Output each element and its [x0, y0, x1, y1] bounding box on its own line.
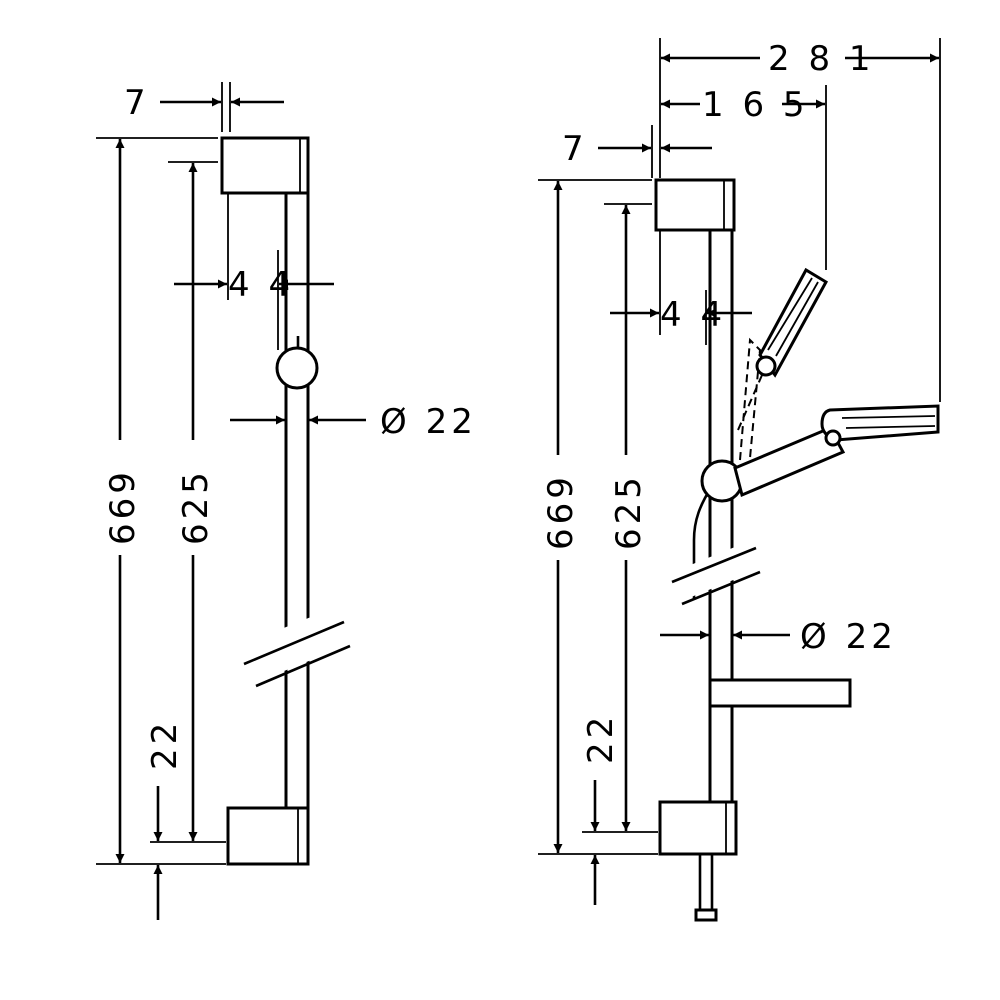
right-dim-total-height: 669	[541, 473, 581, 550]
left-dim-total-height: 669	[103, 468, 143, 545]
left-top-bracket	[220, 136, 310, 195]
right-dim-center-height: 625	[609, 473, 649, 550]
right-break-mark	[666, 537, 770, 606]
left-dim-rail-to-wall: 4 4	[228, 265, 294, 305]
right-view: 2 8 1 1 6 5 7 669 625 22 4 4	[538, 38, 941, 922]
right-dim-top-offset: 7	[562, 129, 588, 169]
right-dim-bottom-offset: 22	[581, 713, 621, 764]
right-dim-total-reach: 2 8 1	[768, 39, 875, 79]
right-dim-handshower-reach: 1 6 5	[702, 85, 809, 125]
handshower	[733, 404, 940, 498]
left-view: 7 669 625 22 4 4 Ø 22	[96, 82, 477, 920]
left-bottom-bracket	[226, 806, 310, 866]
right-soap-dish	[708, 678, 852, 708]
left-dim-top-offset: 7	[124, 83, 150, 123]
right-bottom-bracket	[658, 800, 738, 856]
right-dim-rail-to-wall: 4 4	[660, 295, 726, 335]
left-dim-center-height: 625	[176, 468, 216, 545]
right-top-bracket	[654, 178, 736, 232]
left-dim-bottom-offset: 22	[145, 719, 185, 770]
right-dim-diameter: Ø 22	[800, 617, 897, 657]
left-slider	[275, 346, 319, 390]
left-break-mark	[236, 605, 354, 688]
handshower-tilted-dashed	[737, 267, 829, 461]
hose-connector	[694, 854, 718, 922]
left-dim-diameter: Ø 22	[380, 402, 477, 442]
